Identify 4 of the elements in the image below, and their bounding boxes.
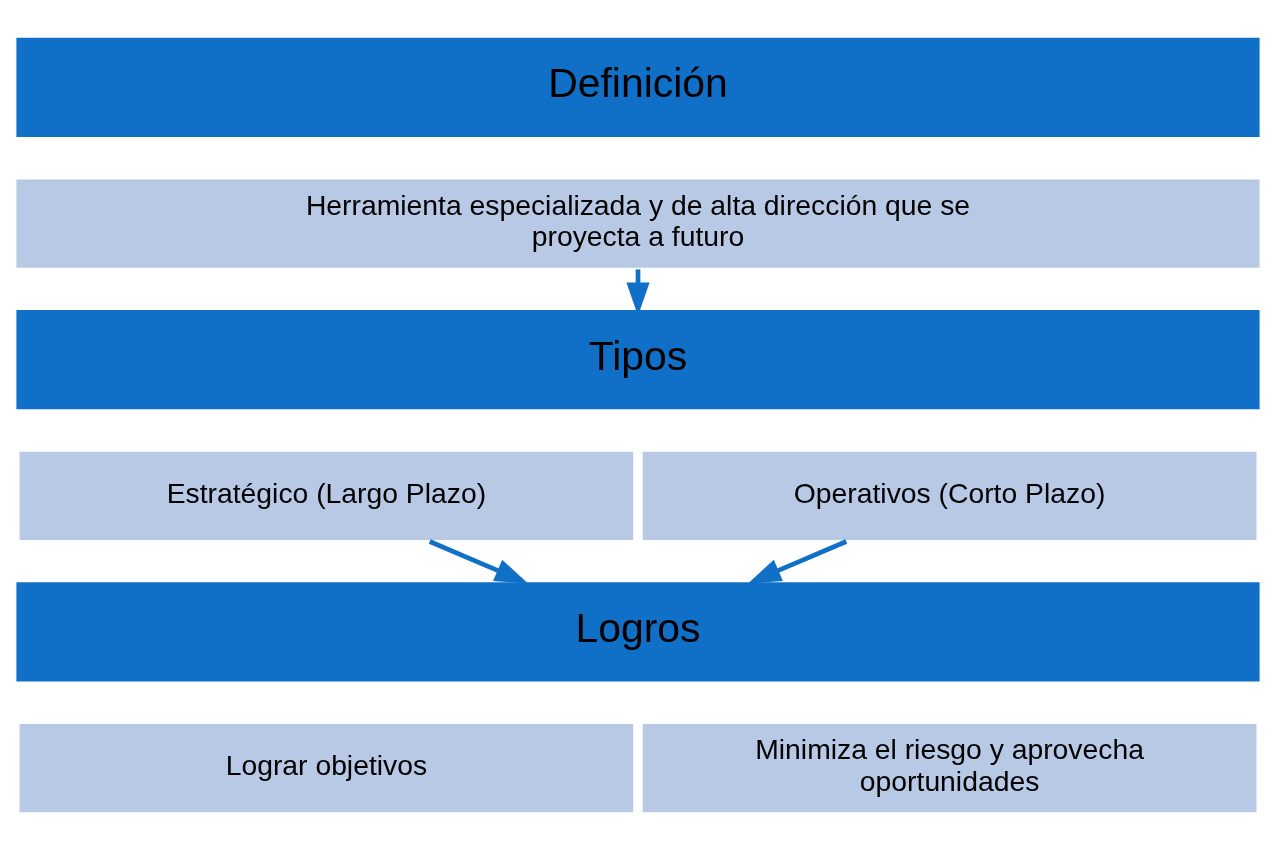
- node-box: Logros: [13, 579, 1263, 685]
- arrow: [428, 539, 529, 584]
- node-box: Herramienta especializada y de alta dirección que se proyecta a futuro: [13, 176, 1263, 271]
- arrow: [747, 539, 848, 584]
